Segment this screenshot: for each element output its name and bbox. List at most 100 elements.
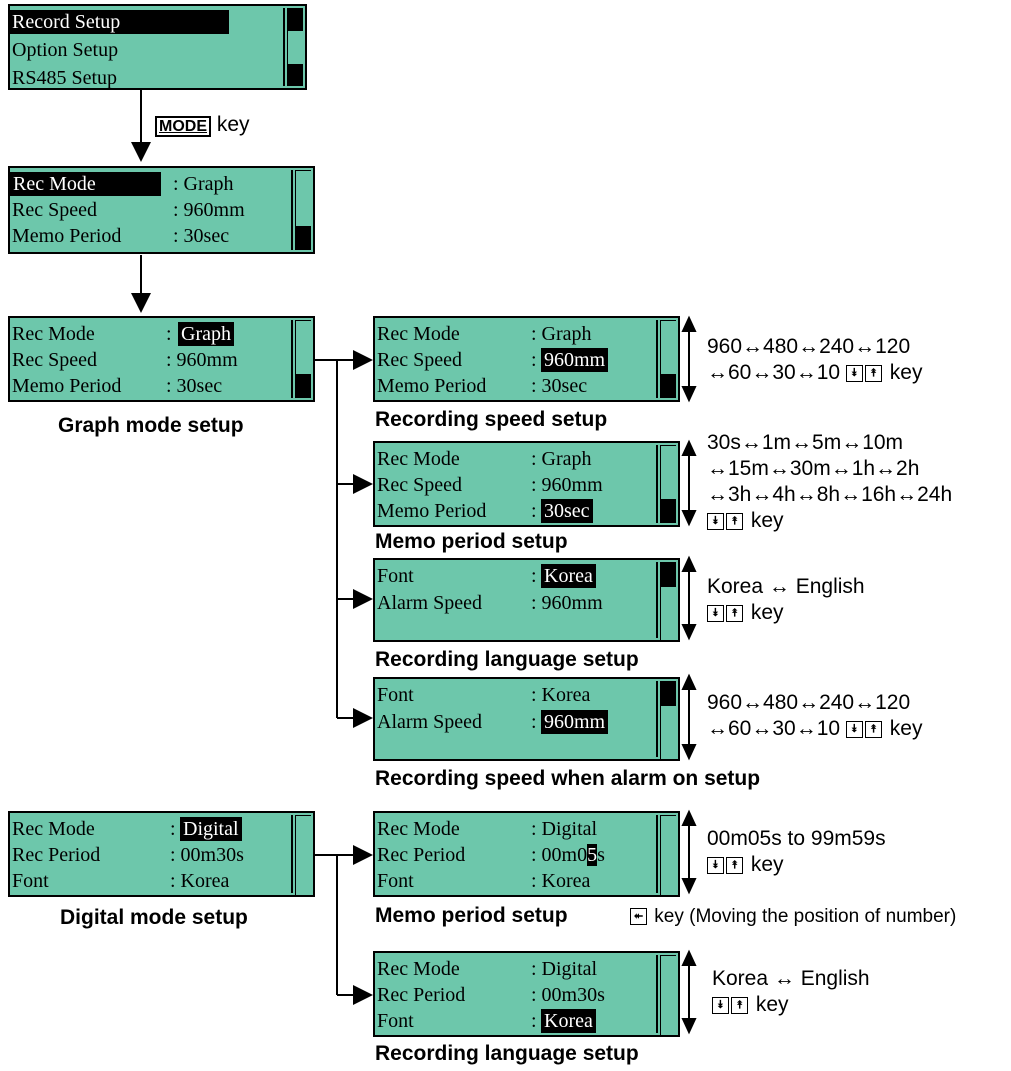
rec-mode-value[interactable]: Digital [180, 817, 242, 841]
font-label: Font [377, 1010, 414, 1032]
scrollbar[interactable] [283, 8, 303, 86]
scrollbar[interactable] [656, 320, 676, 398]
mode-key-label: MODE key [155, 112, 250, 140]
font-value: : Korea [531, 684, 591, 706]
rec-speed-value: : 960mm [166, 349, 238, 371]
memo-period-label: Memo Period [12, 225, 122, 247]
rec-mode-value[interactable]: Graph [178, 322, 234, 346]
font-colon: : [531, 1010, 537, 1032]
rec-period-cursor-digit[interactable]: 5 [587, 844, 598, 866]
memo-period-caption: Memo period setup [375, 530, 568, 553]
graph-mode-caption: Graph mode setup [58, 414, 244, 437]
digital-memo-period-screen: Rec Mode : Digital Rec Period : 00m05s F… [373, 811, 680, 897]
scrollbar[interactable] [656, 815, 676, 897]
graph-mode-screen: Rec Mode : Graph Rec Speed : 960mm Memo … [8, 316, 315, 402]
rec-period-value: : 00m30s [170, 844, 244, 866]
rec-mode-value: : Digital [531, 958, 598, 980]
down-double-chevron-icon[interactable]: ⯯ [712, 996, 729, 1014]
rec-mode-label[interactable]: Rec Mode [10, 172, 161, 196]
down-double-chevron-icon[interactable]: ⯯ [845, 720, 863, 738]
up-double-chevron-icon[interactable]: ⯭ [731, 996, 748, 1014]
down-double-chevron-icon[interactable]: ⯯ [707, 512, 724, 530]
menu-screen: Record Setup Option Setup RS485 Setup [8, 4, 307, 90]
memo-period-colon: : [531, 500, 537, 522]
down-double-chevron-icon[interactable]: ⯯ [707, 856, 724, 874]
scrollbar[interactable] [291, 170, 311, 250]
alarm-speed-label: Alarm Speed [377, 711, 482, 733]
memo-period-value[interactable]: 30sec [541, 499, 593, 523]
menu-item-record-setup[interactable]: Record Setup [10, 10, 229, 34]
rec-period-label: Rec Period [377, 844, 466, 866]
up-double-chevron-icon[interactable]: ⯭ [726, 856, 743, 874]
scrollbar[interactable] [656, 955, 676, 1037]
font-value[interactable]: Korea [541, 1009, 596, 1033]
rec-period-label: Rec Period [377, 984, 466, 1006]
rec-mode-value: : Digital [531, 818, 598, 840]
font-colon: : [531, 565, 537, 587]
alarm-speed-colon: : [531, 711, 537, 733]
rec-speed-label: Rec Speed [12, 349, 97, 371]
rec-speed-screen: Rec Mode : Graph Rec Speed : 960mm Memo … [373, 316, 680, 402]
memo-period-value: : 30sec [173, 225, 230, 247]
font-label: Font [377, 565, 414, 587]
alarm-speed-value[interactable]: 960mm [541, 710, 609, 734]
font-label: Font [12, 870, 49, 892]
menu-item-rs485-setup[interactable]: RS485 Setup [12, 67, 118, 89]
rec-mode-colon: : [170, 818, 176, 840]
rec-speed-label: Rec Speed [377, 349, 462, 371]
rec-mode-label: Rec Mode [377, 323, 460, 345]
rec-speed-note: 960↔480↔240↔120 ↔60↔30↔10 ⯯⯭ key [707, 335, 923, 384]
rec-mode-value: : Graph [531, 323, 592, 345]
memo-period-note: 30s↔1m↔5m↔10m ↔15m↔30m↔1h↔2h ↔3h↔4h↔8h↔1… [707, 431, 953, 532]
left-double-chevron-icon[interactable]: ⯬ [630, 908, 647, 926]
rec-period-suffix: s [597, 844, 605, 866]
rec-speed-value[interactable]: 960mm [541, 348, 609, 372]
up-double-chevron-icon[interactable]: ⯭ [726, 604, 743, 622]
alarm-speed-note: 960↔480↔240↔120 ↔60↔30↔10 ⯯⯭ key [707, 691, 923, 740]
record-main-screen: Rec Mode : Graph Rec Speed : 960mm Memo … [8, 166, 315, 254]
memo-period-value: : 30sec [531, 375, 588, 397]
font-value[interactable]: Korea [541, 564, 596, 588]
up-double-chevron-icon[interactable]: ⯭ [864, 720, 882, 738]
rec-language-screen: Font : Korea Alarm Speed : 960mm [373, 558, 680, 642]
font-label: Font [377, 870, 414, 892]
rec-mode-value: : Graph [173, 173, 234, 195]
menu-item-option-setup[interactable]: Option Setup [12, 39, 119, 61]
scrollbar[interactable] [656, 445, 676, 523]
rec-speed-value: : 960mm [531, 474, 603, 496]
rec-period-value: : 00m30s [531, 984, 605, 1006]
rec-language-note: Korea ↔ English ⯯⯭ key [707, 575, 865, 624]
rec-mode-label: Rec Mode [12, 818, 95, 840]
digital-language-note: Korea ↔ English ⯯⯭ key [712, 967, 870, 1016]
rec-period-label: Rec Period [12, 844, 101, 866]
rec-speed-colon: : [531, 349, 537, 371]
down-double-chevron-icon[interactable]: ⯯ [845, 364, 863, 382]
scrollbar[interactable] [291, 320, 311, 398]
up-double-chevron-icon[interactable]: ⯭ [726, 512, 743, 530]
digital-language-caption: Recording language setup [375, 1042, 639, 1065]
down-double-chevron-icon[interactable]: ⯯ [707, 604, 724, 622]
scrollbar[interactable] [656, 562, 676, 642]
rec-mode-label: Rec Mode [377, 448, 460, 470]
digital-mode-screen: Rec Mode : Digital Rec Period : 00m30s F… [8, 811, 315, 897]
alarm-speed-label: Alarm Speed [377, 592, 482, 614]
alarm-speed-caption: Recording speed when alarm on setup [375, 767, 761, 790]
mode-key[interactable]: MODE [155, 116, 211, 137]
digital-memo-caption: Memo period setup [375, 904, 568, 927]
alarm-speed-value: : 960mm [531, 592, 603, 614]
scrollbar[interactable] [656, 681, 676, 761]
rec-mode-value: : Graph [531, 448, 592, 470]
rec-period-prefix: : 00m0 [531, 844, 588, 866]
memo-period-screen: Rec Mode : Graph Rec Speed : 960mm Memo … [373, 441, 680, 527]
rec-speed-label: Rec Speed [377, 474, 462, 496]
font-value: : Korea [531, 870, 591, 892]
digital-mode-caption: Digital mode setup [60, 906, 248, 929]
scrollbar[interactable] [291, 815, 311, 897]
rec-period-value: : 00m05s [531, 843, 605, 867]
rec-mode-label: Rec Mode [377, 958, 460, 980]
memo-period-label: Memo Period [377, 500, 487, 522]
up-double-chevron-icon[interactable]: ⯭ [864, 364, 882, 382]
rec-speed-label: Rec Speed [12, 199, 97, 221]
alarm-speed-screen: Font : Korea Alarm Speed : 960mm [373, 677, 680, 761]
